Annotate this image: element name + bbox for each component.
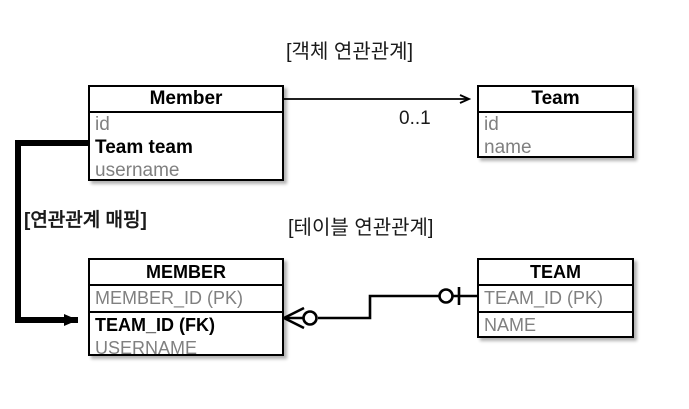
entity-field-id: id xyxy=(95,114,110,135)
table-column-team-id-pk: TEAM_ID (PK) xyxy=(484,288,604,308)
table-column-name: NAME xyxy=(479,311,632,336)
table-column-team-id-fk: TEAM_ID (FK) xyxy=(90,311,282,336)
mapping-label: [연관관계 매핑] xyxy=(24,210,147,231)
zero-circle-icon-team xyxy=(438,288,454,304)
table-header-member: MEMBER xyxy=(90,260,282,286)
entity-field-username: username xyxy=(95,160,180,181)
entity-field-team-name: name xyxy=(484,137,532,158)
object-relation-title: [객체 연관관계] xyxy=(286,41,414,63)
table-relationship-line xyxy=(283,287,477,330)
table-box-member[interactable]: MEMBER MEMBER_ID (PK) TEAM_ID (FK) USERN… xyxy=(88,258,284,358)
entity-header-team: Team xyxy=(479,87,632,113)
crowsfoot-icon xyxy=(283,306,305,330)
entity-field-team-id: id xyxy=(484,114,499,135)
table-column-member-id: MEMBER_ID (PK) xyxy=(95,288,244,308)
table-header-team: TEAM xyxy=(479,260,632,286)
table-box-team[interactable]: TEAM TEAM_ID (PK) NAME xyxy=(477,258,634,338)
entity-header-member: Member xyxy=(90,87,282,113)
table-relation-title: [테이블 연관관계] xyxy=(288,217,434,239)
entity-box-member[interactable]: Member id Team team username xyxy=(88,85,284,181)
zero-circle-icon xyxy=(302,310,318,326)
entity-box-team[interactable]: Team id name xyxy=(477,85,634,158)
table-column-username: USERNAME xyxy=(95,338,198,358)
entity-field-team: Team team xyxy=(95,137,193,158)
multiplicity-label: 0..1 xyxy=(399,108,431,129)
